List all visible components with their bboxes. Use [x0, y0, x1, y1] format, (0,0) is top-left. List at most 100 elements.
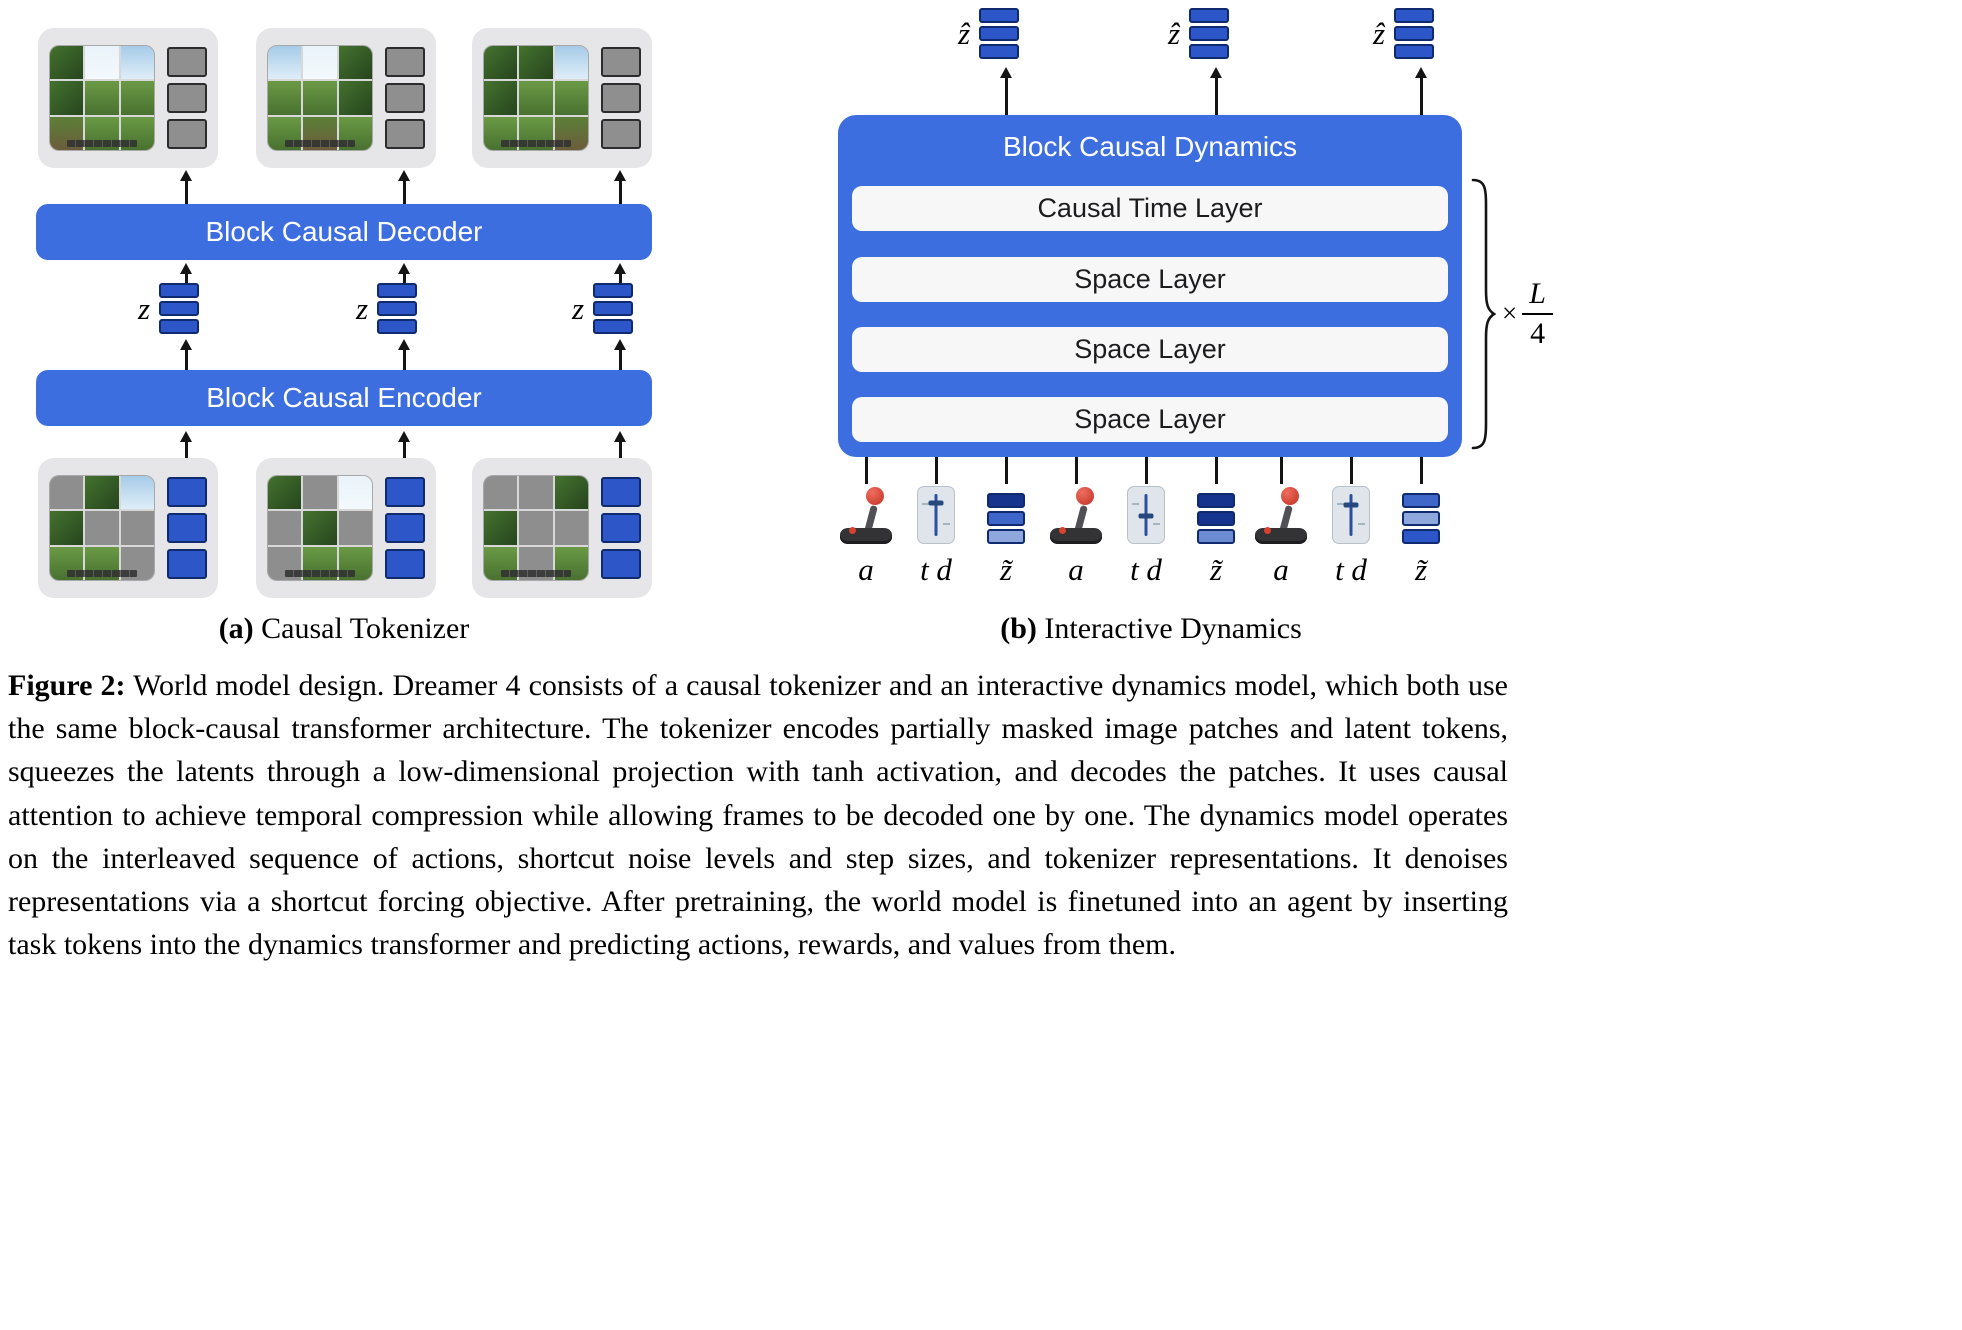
minecraft-frame-masked [267, 475, 373, 581]
image-patch-grass [85, 81, 119, 115]
image-patch-masked [338, 511, 372, 545]
latent-token-cell [1189, 44, 1230, 59]
latent-token-cell [377, 301, 418, 316]
input-connector [1005, 457, 1008, 484]
input-connector [1420, 457, 1423, 484]
image-patch-masked [50, 476, 84, 510]
icon-slot [1197, 486, 1235, 544]
token-column [167, 477, 207, 579]
dynamics-title: Block Causal Dynamics [1002, 131, 1298, 162]
latent-token-cell [987, 493, 1025, 508]
latent-token-cell [601, 47, 641, 77]
image-patch-tree [554, 476, 588, 510]
flow-arrow [403, 349, 406, 370]
input-connector [865, 457, 868, 484]
token-column [385, 47, 425, 149]
minecraft-frame [483, 45, 589, 151]
panel-a-caption: (a) Causal Tokenizer [36, 612, 652, 646]
latent-token-cell [385, 549, 425, 579]
input-connector [1280, 457, 1283, 484]
flow-arrow [185, 441, 188, 458]
latent-token-stack [1197, 493, 1235, 544]
minecraft-frame [267, 45, 373, 151]
latent-token-cell [593, 283, 634, 298]
minecraft-hotbar [66, 140, 138, 147]
latent-token-stack [1402, 493, 1440, 544]
image-patch-sky [120, 46, 154, 80]
input-label: a [858, 552, 874, 587]
input-label: t d [1130, 552, 1162, 587]
panel-a-caption-title: Causal Tokenizer [261, 612, 470, 645]
image-patch-tree [519, 46, 553, 80]
joystick-button [1264, 527, 1271, 534]
image-patch-cloud [85, 46, 119, 80]
joystick-button [849, 527, 856, 534]
image-patch-tree [50, 46, 84, 80]
latent-token-stack [979, 8, 1020, 59]
flow-arrow [403, 441, 406, 458]
input-label: a [1273, 552, 1289, 587]
latent-symbol: z [572, 290, 585, 326]
joystick-icon [1048, 487, 1104, 544]
icon-slot [1048, 486, 1104, 544]
image-patch-cloud [338, 476, 372, 510]
slider-handle [1138, 513, 1154, 519]
latent-input: z̃ [1381, 486, 1461, 588]
minecraft-frame [49, 45, 155, 151]
slider-icon [1127, 486, 1165, 544]
latent-token-cell [1394, 8, 1435, 23]
minecraft-hotbar [284, 140, 356, 147]
input-connector [1350, 457, 1353, 484]
image-patch-tree [50, 81, 84, 115]
input-connector [935, 457, 938, 484]
noise-step-input: t d [1106, 486, 1186, 588]
image-patch-tree [303, 511, 337, 545]
slider-icon [1332, 486, 1370, 544]
latent-token-stack [1189, 8, 1230, 59]
latent-token-cell [601, 119, 641, 149]
repeat-count: × L 4 [1502, 278, 1553, 349]
token-column [601, 477, 641, 579]
image-patch-tree [484, 46, 518, 80]
times-symbol: × [1502, 298, 1518, 328]
latent-symbol: z [356, 290, 369, 326]
panel-a-caption-label: (a) [218, 612, 254, 645]
latent-token-cell [167, 83, 207, 113]
latent-token-stack [1394, 8, 1435, 59]
input-label: z̃ [999, 552, 1013, 587]
icon-slot [1127, 486, 1165, 544]
flow-arrow [619, 349, 622, 370]
encoder-block: Block Causal Encoder [36, 370, 652, 426]
input-connector [1215, 457, 1218, 484]
latent-token-cell [1402, 511, 1440, 526]
latent-token-cell [1197, 493, 1235, 508]
decoded-frame-group [256, 28, 436, 168]
layer-space-2: Space Layer [852, 327, 1448, 372]
latent-token-cell [385, 83, 425, 113]
slider-track [934, 494, 938, 536]
minecraft-hotbar [66, 570, 138, 577]
joystick-base [1050, 528, 1102, 544]
icon-slot [917, 486, 955, 544]
latent-token-cell [385, 47, 425, 77]
image-patch-sky [120, 476, 154, 510]
icon-slot [838, 486, 894, 544]
image-patch-masked [519, 511, 553, 545]
noise-step-input: t d [896, 486, 976, 588]
slider-handle [1343, 502, 1359, 508]
latent-token-cell [167, 477, 207, 507]
latent-token-cell [979, 26, 1020, 41]
latent-token-cell [167, 119, 207, 149]
minecraft-hotbar [500, 570, 572, 577]
image-patch-tree [338, 81, 372, 115]
latent-token-cell [987, 529, 1025, 544]
latent-token-stack [377, 283, 418, 334]
image-patch-tree [484, 81, 518, 115]
image-patch-tree [338, 46, 372, 80]
latent-input: z̃ [1176, 486, 1256, 588]
latent-token-cell [377, 319, 418, 334]
image-patch-masked [268, 511, 302, 545]
image-patch-masked [519, 476, 553, 510]
latent-token-cell [167, 549, 207, 579]
